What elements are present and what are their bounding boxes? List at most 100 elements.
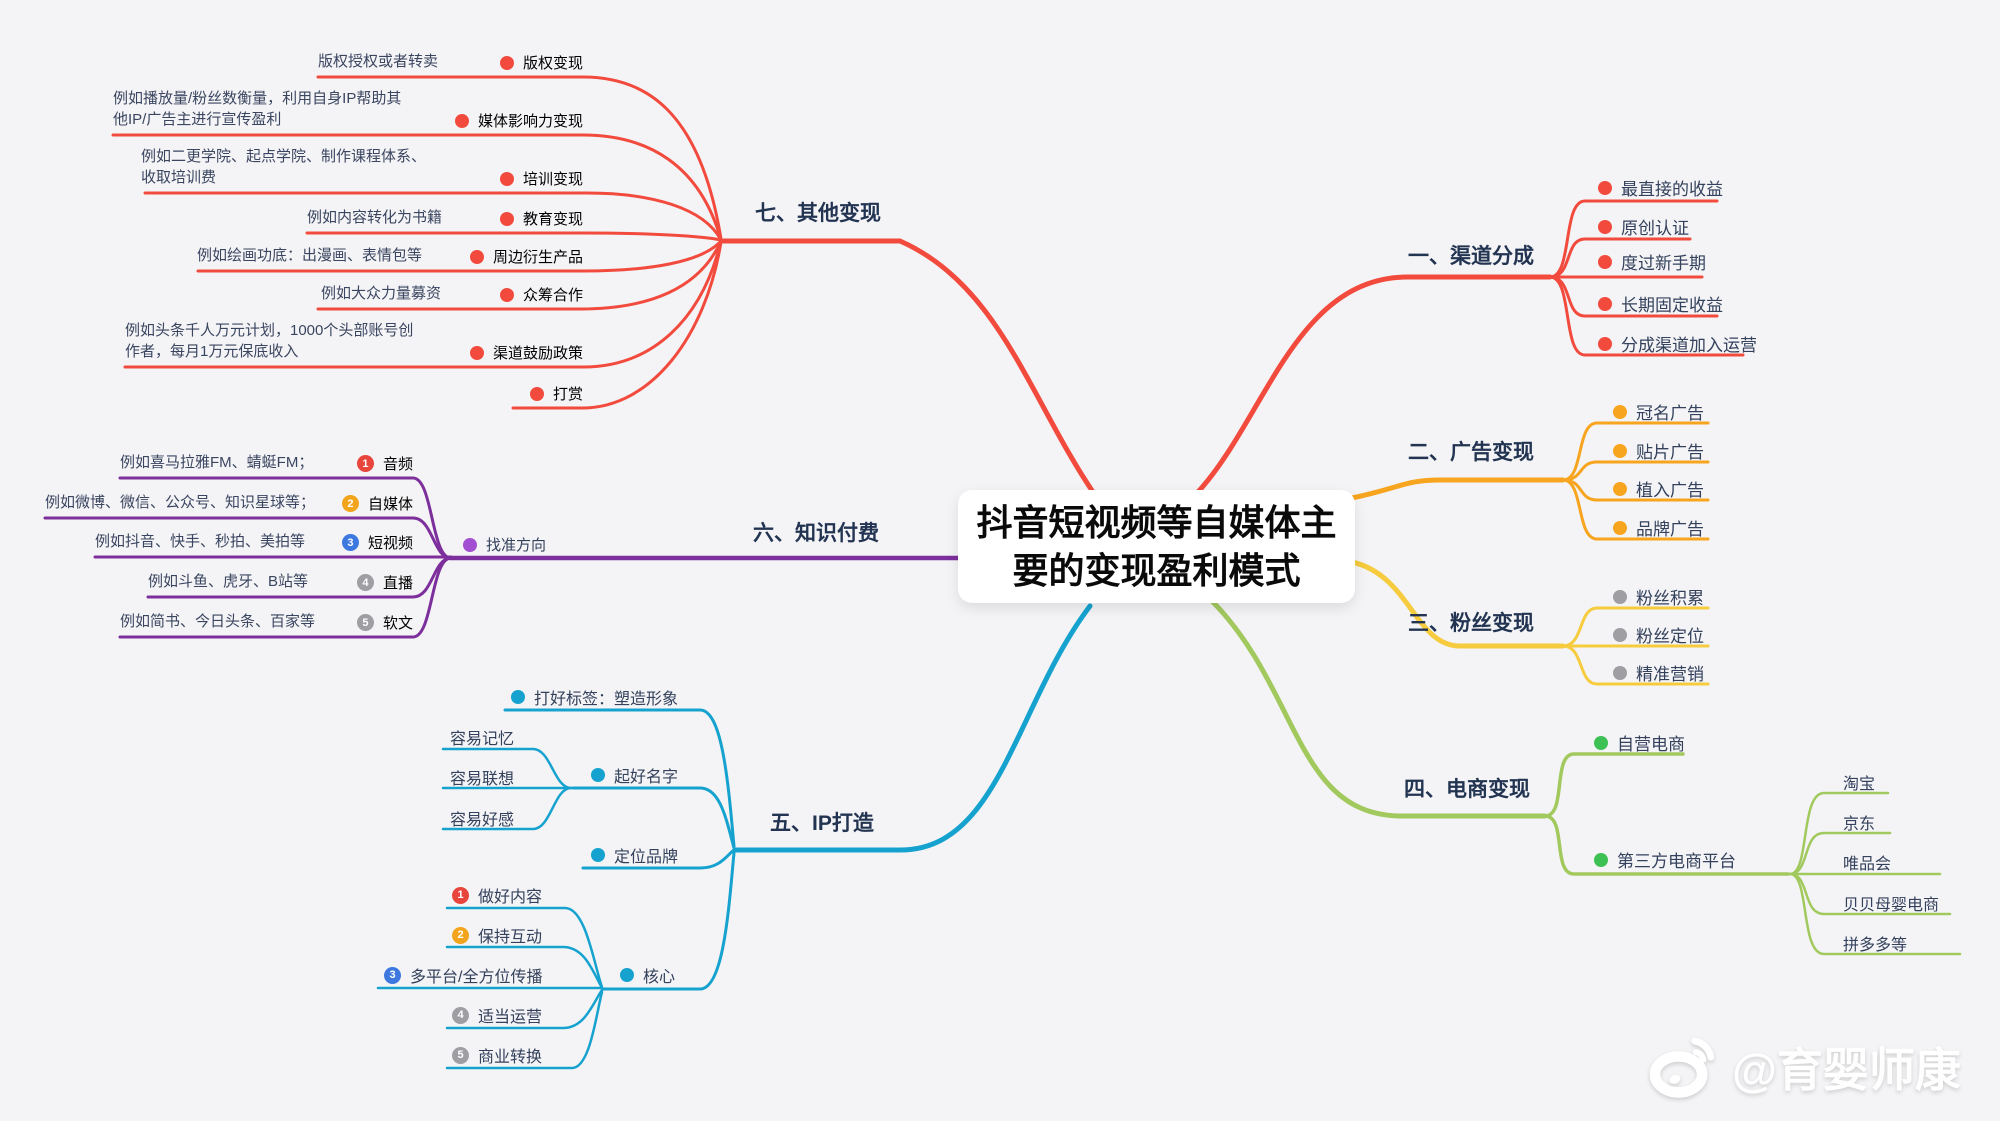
circle-marker-icon	[511, 690, 525, 704]
node-channel-item: 最直接的收益	[1598, 175, 1723, 200]
circle-marker-icon	[1594, 735, 1608, 750]
node-fans-item: 粉丝积累	[1613, 584, 1704, 609]
circle-marker-icon	[1594, 852, 1608, 867]
node-branding: 定位品牌	[591, 843, 678, 867]
node-label: 品牌广告	[1636, 520, 1704, 539]
node-label: 自营电商	[1617, 735, 1685, 754]
circle-marker-icon	[1613, 665, 1627, 680]
node-other-item: 培训变现	[499, 168, 583, 189]
row-media-influence: 例如播放量/粉丝数衡量，利用自身IP帮助其他IP/广告主进行宣传盈利 媒体影响力…	[113, 88, 583, 132]
example-text: 例如斗鱼、虎牙、B站等	[148, 573, 309, 591]
node-other-item: 教育变现	[499, 208, 583, 229]
node-naming-reason: 容易记忆	[450, 731, 515, 748]
node-core: 核心	[620, 963, 675, 987]
center-topic-line2: 要的变现盈利模式	[1012, 549, 1301, 591]
circle-marker-icon	[469, 345, 484, 360]
node-label: 短视频	[367, 535, 413, 552]
weibo-icon	[1649, 1037, 1715, 1098]
node-label: 第三方电商平台	[1617, 852, 1736, 871]
node-third-party-ecom: 第三方电商平台	[1594, 847, 1736, 872]
circle-marker-icon	[499, 287, 514, 302]
node-other-item: 众筹合作	[499, 284, 583, 305]
node-label: 保持互动	[478, 929, 543, 946]
example-text: 例如微博、微信、公众号、知识星球等；	[45, 494, 316, 512]
number-4-badge-icon: 4	[452, 1006, 469, 1024]
branch-ads-label: 二、广告变现	[1408, 441, 1534, 464]
node-channel-item: 原创认证	[1598, 214, 1689, 239]
node-core-step: 3 多平台/全方位传播	[384, 963, 542, 987]
node-platform: 京东	[1843, 816, 1876, 833]
example-text: 例如简书、今日头条、百家等	[120, 613, 316, 631]
circle-marker-icon	[1598, 180, 1612, 195]
branch-ip-label: 五、IP打造	[770, 812, 874, 835]
branch-fans-label: 三、粉丝变现	[1408, 612, 1534, 635]
node-other-item: 打赏	[529, 383, 583, 404]
node-label: 度过新手期	[1621, 254, 1706, 273]
node-label: 精准营销	[1636, 665, 1704, 684]
node-tagging: 打好标签：塑造形象	[511, 685, 678, 709]
node-ads-item: 贴片广告	[1613, 438, 1704, 463]
circle-marker-icon	[1613, 481, 1627, 496]
node-ads-item: 植入广告	[1613, 476, 1704, 501]
node-other-item: 渠道鼓励政策	[469, 342, 583, 363]
node-label: 多平台/全方位传播	[410, 969, 543, 986]
node-label: 做好内容	[478, 889, 543, 906]
node-label: 适当运营	[478, 1009, 543, 1026]
node-label: 找准方向	[486, 537, 547, 554]
row-copyright: 版权授权或者转卖 版权变现	[318, 51, 583, 73]
node-label: 冠名广告	[1636, 404, 1704, 423]
row-training: 例如二更学院、起点学院、制作课程体系、收取培训费 培训变现	[141, 146, 583, 190]
example-text: 版权授权或者转卖	[318, 53, 439, 71]
circle-marker-icon	[1613, 443, 1627, 458]
row-education: 例如内容转化为书籍 教育变现	[307, 207, 583, 229]
center-topic-line1: 抖音短视频等自媒体主	[976, 501, 1337, 543]
example-text: 例如二更学院、起点学院、制作课程体系、收取培训费	[141, 147, 427, 187]
branch-channel-label: 一、渠道分成	[1408, 245, 1534, 268]
node-label: 自媒体	[367, 496, 413, 513]
node-channel-item: 长期固定收益	[1598, 291, 1723, 316]
row-crowdfunding: 例如大众力量募资 众筹合作	[321, 283, 583, 305]
circle-marker-icon	[1598, 254, 1612, 269]
number-5-badge-icon: 5	[452, 1046, 469, 1064]
circle-marker-icon	[1598, 219, 1612, 234]
circle-marker-icon	[620, 968, 634, 982]
node-naming-reason: 容易好感	[450, 812, 515, 829]
example-text: 例如喜马拉雅FM、蜻蜓FM；	[120, 454, 314, 472]
number-4-badge-icon: 4	[356, 574, 374, 591]
example-text: 例如内容转化为书籍	[307, 209, 443, 227]
circle-marker-icon	[469, 249, 484, 264]
circle-marker-icon	[1613, 520, 1627, 535]
node-ads-item: 品牌广告	[1613, 515, 1704, 540]
node-label: 打赏	[552, 386, 583, 403]
node-self-run-ecom: 自营电商	[1594, 730, 1685, 755]
node-label: 直播	[382, 575, 413, 592]
circle-marker-icon	[591, 848, 605, 862]
node-fans-item: 精准营销	[1613, 660, 1704, 685]
node-label: 众筹合作	[522, 287, 583, 304]
node-label: 粉丝定位	[1636, 627, 1704, 646]
branch-other-label: 七、其他变现	[755, 202, 881, 225]
example-text: 例如头条千人万元计划，1000个头部账号创作者，每月1万元保底收入	[125, 321, 414, 361]
center-topic: 抖音短视频等自媒体主 要的变现盈利模式	[958, 490, 1355, 603]
node-label: 媒体影响力变现	[477, 113, 583, 130]
node-core-step: 4 适当运营	[452, 1003, 542, 1027]
circle-marker-icon	[454, 113, 469, 128]
node-label: 核心	[643, 969, 676, 986]
circle-marker-icon	[1598, 296, 1612, 311]
node-label: 植入广告	[1636, 481, 1704, 500]
number-3-badge-icon: 3	[384, 966, 401, 984]
number-5-badge-icon: 5	[356, 614, 374, 631]
node-label: 起好名字	[614, 769, 679, 786]
circle-marker-icon	[1613, 589, 1627, 604]
watermark: @育婴师康	[1648, 1034, 1961, 1100]
node-platform: 贝贝母婴电商	[1843, 897, 1940, 914]
node-label: 长期固定收益	[1621, 296, 1723, 315]
node-platform: 唯品会	[1843, 856, 1892, 873]
node-label: 音频	[382, 456, 413, 473]
